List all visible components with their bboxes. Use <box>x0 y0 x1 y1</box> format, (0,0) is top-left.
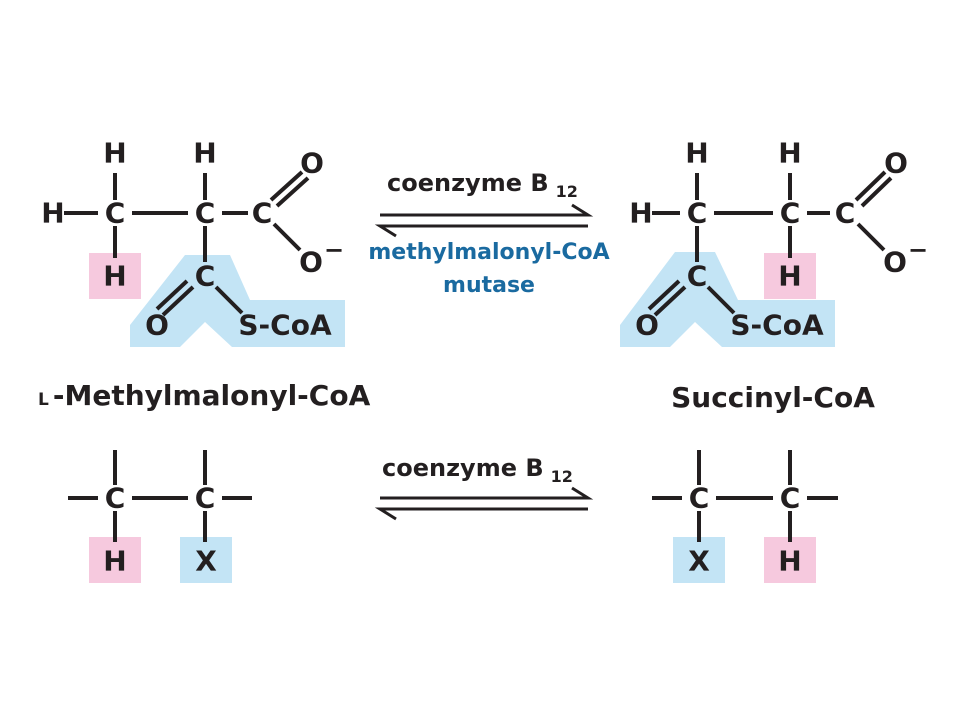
atom-c: C <box>105 197 126 230</box>
atom-c: C <box>195 482 216 515</box>
atom-x-group: X <box>195 545 217 578</box>
substrate-migrating-h-highlight <box>89 253 141 299</box>
atom-o-thioester: O <box>145 309 169 342</box>
cofactor-subscript: 12 <box>556 182 578 201</box>
atom-c: C <box>252 197 273 230</box>
substrate-name: L-Methylmalonyl-CoA <box>38 379 371 412</box>
equilibrium-arrow-forward <box>380 203 594 217</box>
enzyme-name-line2: mutase <box>443 273 535 298</box>
atom-s-coa: S-CoA <box>730 309 824 342</box>
atom-c-thioester: C <box>195 260 216 293</box>
cofactor-subscript: 12 <box>551 467 573 486</box>
charge-minus: − <box>324 236 344 264</box>
atom-x-group: X <box>688 545 710 578</box>
stereo-prefix-l: L <box>38 390 49 410</box>
atom-o-minus: O <box>299 246 323 279</box>
atom-h-migrating: H <box>103 260 126 293</box>
atom-h: H <box>629 197 652 230</box>
atom-c: C <box>687 197 708 230</box>
bond <box>860 176 893 208</box>
atom-c: C <box>780 197 801 230</box>
atom-c: C <box>780 482 801 515</box>
bond <box>647 279 681 311</box>
bond <box>161 285 195 317</box>
atom-c: C <box>689 482 710 515</box>
bond <box>275 176 310 208</box>
bond <box>269 170 304 202</box>
general-product: C C X H <box>652 450 838 583</box>
bond <box>272 222 302 252</box>
atom-c: C <box>835 197 856 230</box>
atom-h-migrated: H <box>778 260 801 293</box>
general-x-highlight <box>673 537 725 583</box>
charge-minus: − <box>908 236 928 264</box>
equilibrium-arrow-reverse <box>374 507 588 521</box>
general-substrate: C C H X <box>68 450 252 583</box>
bond <box>854 170 887 202</box>
bond <box>706 285 736 315</box>
bond <box>856 222 886 252</box>
substrate-structure: H H C H H C C O O − C O S-CoA <box>41 137 345 347</box>
atom-h-migrated: H <box>778 545 801 578</box>
general-x-highlight <box>180 537 232 583</box>
atom-o-thioester: O <box>635 309 659 342</box>
atom-h: H <box>685 137 708 170</box>
equilibrium-arrow-reverse <box>374 224 588 238</box>
general-h-highlight <box>764 537 816 583</box>
product-structure: H H C H C H C O O − C O S-CoA <box>620 137 928 347</box>
atom-h: H <box>41 197 64 230</box>
bond <box>653 285 687 317</box>
atom-s-coa: S-CoA <box>238 309 332 342</box>
product-migrating-h-highlight <box>764 253 816 299</box>
enzyme-name-line1: methylmalonyl-CoA <box>368 240 609 265</box>
atom-h: H <box>778 137 801 170</box>
atom-h-migrating: H <box>103 545 126 578</box>
general-h-highlight <box>89 537 141 583</box>
atom-o: O <box>300 147 324 180</box>
atom-c: C <box>105 482 126 515</box>
product-name: Succinyl-CoA <box>671 381 875 414</box>
equilibrium-arrow-forward <box>380 486 594 500</box>
atom-h: H <box>103 137 126 170</box>
atom-c-thioester: C <box>687 260 708 293</box>
atom-h: H <box>193 137 216 170</box>
atom-c: C <box>195 197 216 230</box>
substrate-name-text: -Methylmalonyl-CoA <box>53 379 371 412</box>
atom-o: O <box>884 147 908 180</box>
bond <box>214 285 244 315</box>
atom-o-minus: O <box>883 246 907 279</box>
product-thioester-highlight <box>620 252 835 347</box>
bond <box>155 279 189 311</box>
substrate-thioester-highlight <box>130 255 345 347</box>
